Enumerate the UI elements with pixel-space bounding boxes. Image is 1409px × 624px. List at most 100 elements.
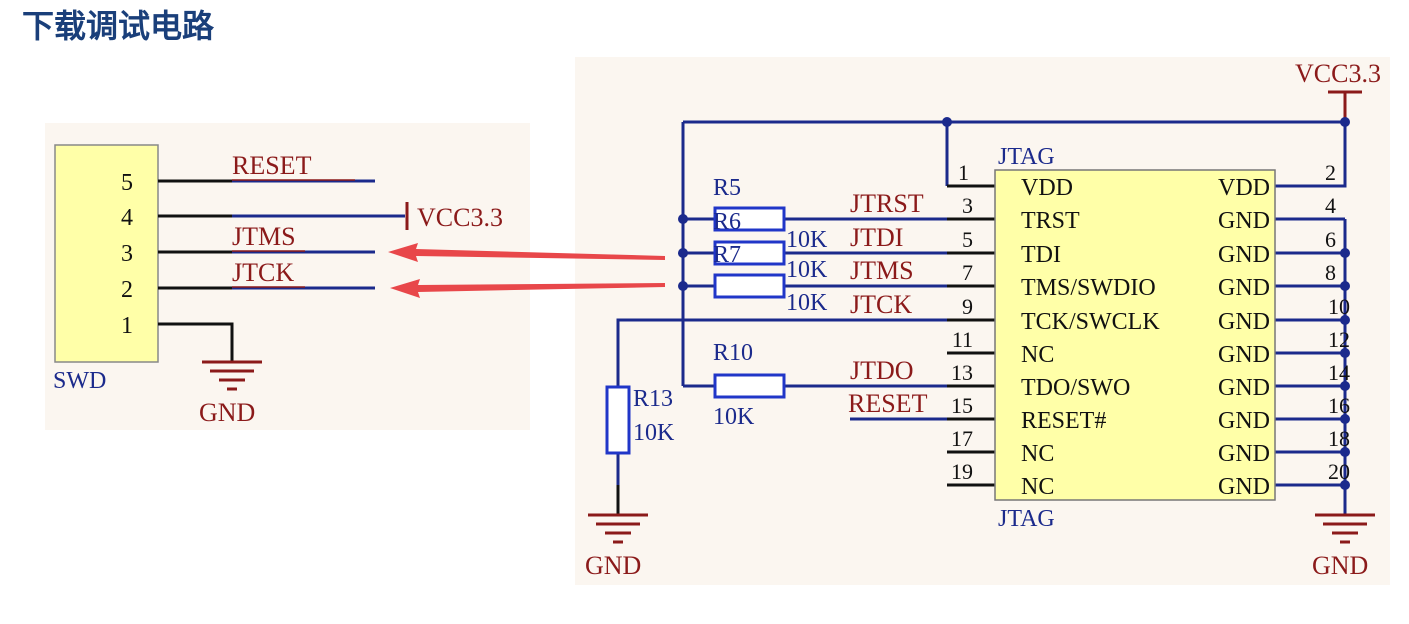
resistor-ref: R10 <box>713 340 753 366</box>
jtag-pin-name: NC <box>1021 342 1054 368</box>
jtag-pin-number: 14 <box>1328 360 1350 385</box>
jtag-pin-number: 18 <box>1328 426 1350 451</box>
resistor-value: 10K <box>786 227 828 253</box>
resistor-ref: R13 <box>633 386 673 412</box>
tck-pulldown-wire <box>616 318 947 387</box>
jtag-pin-name: TCK/SWCLK <box>1021 309 1160 335</box>
page-title: 下载调试电路 <box>22 7 215 45</box>
resistor-ref: R5 <box>713 175 741 201</box>
jtag-pin-name: TDO/SWO <box>1021 375 1130 401</box>
jtag-pin-number: 1 <box>958 160 969 185</box>
jtag-pin-name: TRST <box>1021 208 1080 234</box>
jtag-pin-name: TMS/SWDIO <box>1021 275 1156 301</box>
jtag-pin-name: GND <box>1218 208 1270 234</box>
junction-dot <box>1340 480 1350 490</box>
swd-connector: 5 4 3 2 1 SWD VCC3.3 RESET JTMS JTCK <box>53 144 503 427</box>
resistor-r5-body <box>713 273 786 299</box>
jtag-pin-number: 17 <box>951 426 973 451</box>
arrow-jtms-icon <box>388 243 665 262</box>
jtag-pin-number: 5 <box>962 227 973 252</box>
net-label-jtrst: JTRST <box>850 189 924 218</box>
swd-pin-number: 5 <box>121 170 133 196</box>
swd-net-label-reset: RESET <box>232 151 312 180</box>
junction-dot <box>1340 414 1350 424</box>
jtag-pin-name: TDI <box>1021 242 1061 268</box>
swd-gnd-symbol <box>202 360 262 391</box>
jtag-pin-name: GND <box>1218 441 1270 467</box>
gnd-label-right: GND <box>1312 551 1368 580</box>
jtag-vcc-label: VCC3.3 <box>1295 59 1381 88</box>
jtag-pin-number: 2 <box>1325 160 1336 185</box>
jtag-pin-name: GND <box>1218 275 1270 301</box>
jtag-pin-name: NC <box>1021 441 1054 467</box>
jtag-pin-number: 16 <box>1328 393 1350 418</box>
net-label-jtck: JTCK <box>850 290 912 319</box>
jtag-pin-name: VDD <box>1218 175 1270 201</box>
junction-dot <box>1340 281 1350 291</box>
net-label-jtms: JTMS <box>850 256 914 285</box>
annotation-arrows <box>388 243 665 298</box>
resistor-value: 10K <box>786 290 828 316</box>
gnd-symbol-right <box>1315 513 1375 544</box>
resistor-value: 10K <box>633 420 675 446</box>
jtag-pin-name: RESET# <box>1021 408 1106 434</box>
resistor-r13-body <box>605 385 631 455</box>
jtag-circuit: VCC3.3 <box>585 59 1381 580</box>
jtag-pin-name: GND <box>1218 242 1270 268</box>
gnd-symbol-left <box>588 513 648 544</box>
swd-gnd-wire <box>158 322 234 362</box>
swd-pin-number: 2 <box>121 277 133 303</box>
jtag-pin-name: NC <box>1021 474 1054 500</box>
resistor-value: 10K <box>786 257 828 283</box>
net-label-reset: RESET <box>848 389 928 418</box>
vdd2-wire <box>1296 122 1347 188</box>
jtag-pin-number: 9 <box>962 294 973 319</box>
junction-dot <box>1340 381 1350 391</box>
swd-gnd-label: GND <box>199 398 255 427</box>
swd-pin-number: 4 <box>121 205 133 231</box>
resistor-r10-body <box>713 373 786 399</box>
swd-vcc-label: VCC3.3 <box>417 203 503 232</box>
swd-designator: SWD <box>53 368 106 394</box>
jtag-pin-number: 12 <box>1328 327 1350 352</box>
jtag-pin-number: 4 <box>1325 193 1336 218</box>
junction-dot <box>1340 447 1350 457</box>
swd-pin-number: 3 <box>121 241 133 267</box>
swd-net-label-jtms: JTMS <box>232 222 296 251</box>
jtag-pin-number: 11 <box>952 327 973 352</box>
jtag-pin-name: VDD <box>1021 175 1073 201</box>
junction-dot <box>942 117 952 127</box>
jtag-pin-number: 8 <box>1325 260 1336 285</box>
net-label-jtdi: JTDI <box>850 223 903 252</box>
arrow-jtck-icon <box>390 279 665 298</box>
swd-connector-body <box>54 144 159 363</box>
jtag-pin-number: 7 <box>962 260 973 285</box>
junction-dot <box>1340 248 1350 258</box>
net-label-jtdo: JTDO <box>850 356 914 385</box>
junction-dot <box>678 214 688 224</box>
jtag-pin-number: 20 <box>1328 459 1350 484</box>
resistor-ref: R6 <box>713 209 741 235</box>
jtag-pin-number: 15 <box>951 393 973 418</box>
jtag-pin-number: 6 <box>1325 227 1336 252</box>
gnd-label-left: GND <box>585 551 641 580</box>
jtag-pin-name: GND <box>1218 309 1270 335</box>
jtag-pin-name: GND <box>1218 408 1270 434</box>
resistor-r6-body <box>713 206 786 232</box>
jtag-pin-number: 3 <box>962 193 973 218</box>
resistor-value: 10K <box>713 404 755 430</box>
junction-dot <box>1340 117 1350 127</box>
swd-net-label-jtck: JTCK <box>232 258 294 287</box>
resistor-r7-body <box>713 240 786 266</box>
jtag-pin-name: GND <box>1218 342 1270 368</box>
resistor-ref: R7 <box>713 242 741 268</box>
jtag-pin-number: 19 <box>951 459 973 484</box>
junction-dot <box>678 281 688 291</box>
junction-dot <box>1340 348 1350 358</box>
jtag-value: JTAG <box>998 506 1055 532</box>
jtag-designator: JTAG <box>998 144 1055 170</box>
junction-dot <box>1340 315 1350 325</box>
jtag-pin-name: GND <box>1218 375 1270 401</box>
swd-pin-number: 1 <box>121 313 133 339</box>
